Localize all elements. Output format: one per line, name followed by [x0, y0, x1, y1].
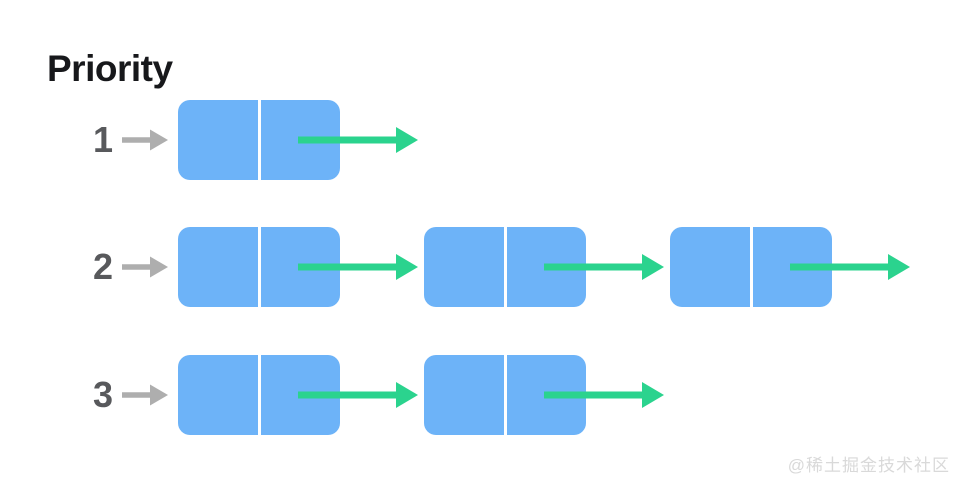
node-data-cell: [424, 227, 505, 307]
node-data-cell: [178, 355, 259, 435]
list-node: [670, 227, 832, 307]
page-title: Priority: [47, 48, 173, 89]
node-divider: [257, 227, 261, 307]
priority-label: 3: [92, 374, 113, 415]
node-divider: [503, 227, 507, 307]
priority-arrow-icon: [122, 129, 168, 151]
node-data-cell: [670, 227, 751, 307]
node-divider: [503, 355, 507, 435]
priority-arrow-icon: [122, 256, 168, 278]
node-divider: [257, 100, 261, 180]
watermark: @稀土掘金技术社区: [787, 456, 950, 475]
next-pointer-arrow-icon: [544, 254, 664, 280]
node-data-cell: [178, 227, 259, 307]
node-divider: [257, 355, 261, 435]
next-pointer-arrow-icon: [790, 254, 910, 280]
node-data-cell: [178, 100, 259, 180]
priority-arrow-icon: [122, 384, 168, 406]
node-divider: [749, 227, 753, 307]
priority-label: 2: [92, 246, 113, 287]
next-pointer-arrow-icon: [298, 254, 418, 280]
next-pointer-arrow-icon: [298, 382, 418, 408]
next-pointer-arrow-icon: [298, 127, 418, 153]
next-pointer-arrow-icon: [544, 382, 664, 408]
node-data-cell: [424, 355, 505, 435]
priority-label: 1: [92, 119, 113, 160]
